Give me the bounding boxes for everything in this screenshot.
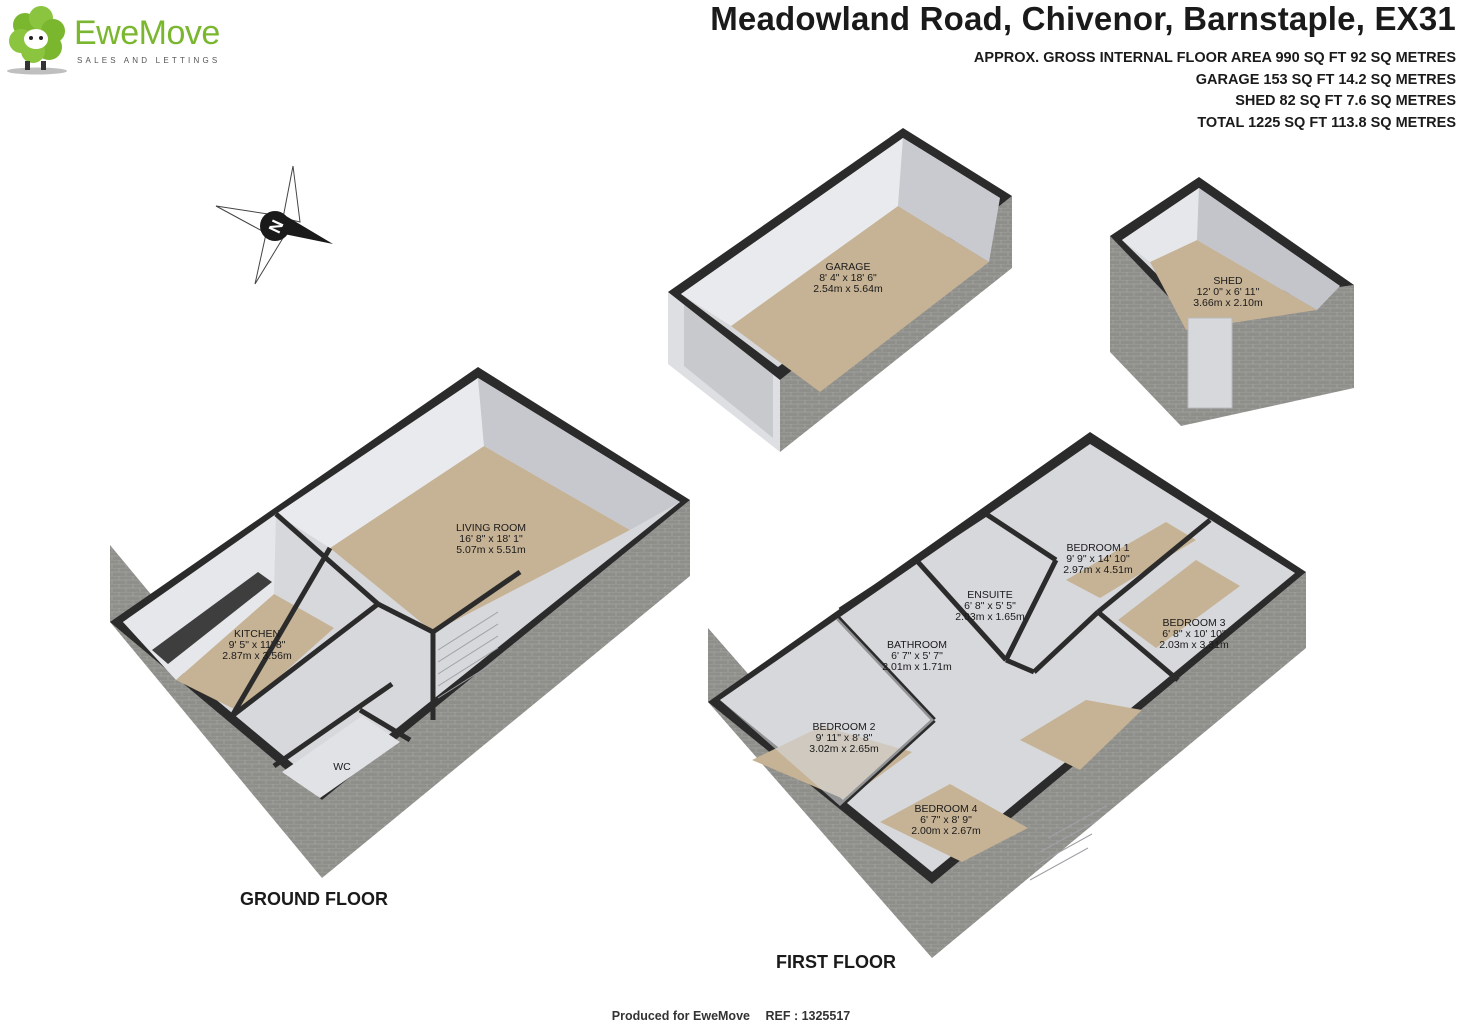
brand-tagline: SALES AND LETTINGS <box>77 56 221 65</box>
room-bedroom1-metric: 2.97m x 4.51m <box>1063 564 1133 576</box>
room-living-imperial: 16' 8" x 18' 1" <box>459 533 523 545</box>
brand-name: EweMove <box>74 14 220 52</box>
room-bathroom-name: BATHROOM <box>887 639 947 651</box>
room-kitchen-name: KITCHEN <box>234 628 280 640</box>
ground-floor-label: GROUND FLOOR <box>240 889 388 909</box>
room-bedroom4-name: BEDROOM 4 <box>914 803 977 815</box>
room-bathroom-imperial: 6' 7" x 5' 7" <box>891 650 943 662</box>
area-summary: APPROX. GROSS INTERNAL FLOOR AREA 990 SQ… <box>974 48 1456 134</box>
footer-produced: Produced for EweMove <box>611 1009 750 1023</box>
room-bedroom1-name: BEDROOM 1 <box>1066 542 1129 554</box>
footer: Produced for EweMove REF : 1325517 <box>0 1009 1462 1023</box>
sheep-logo-icon <box>7 6 67 75</box>
room-living-name: LIVING ROOM <box>456 522 526 534</box>
room-ensuite-imperial: 6' 8" x 5' 5" <box>964 600 1016 612</box>
room-kitchen-imperial: 9' 5" x 11' 8" <box>229 639 286 651</box>
room-shed-imperial: 12' 0" x 6' 11" <box>1197 286 1260 298</box>
room-ensuite-metric: 2.03m x 1.65m <box>955 611 1025 623</box>
room-shed-metric: 3.66m x 2.10m <box>1193 297 1263 309</box>
shed-block <box>1110 177 1354 426</box>
room-garage-imperial: 8' 4" x 18' 6" <box>819 272 877 284</box>
room-bedroom4-metric: 2.00m x 2.67m <box>911 825 981 837</box>
room-wc-name: WC <box>333 761 351 773</box>
room-garage-name: GARAGE <box>826 261 871 273</box>
area-line-garage: GARAGE 153 SQ FT 14.2 SQ METRES <box>1195 71 1456 88</box>
area-line-gross: APPROX. GROSS INTERNAL FLOOR AREA 990 SQ… <box>973 50 1456 66</box>
room-bedroom2-imperial: 9' 11" x 8' 8" <box>816 732 873 744</box>
first-floor-block <box>708 432 1306 958</box>
room-bedroom1-imperial: 9' 9" x 14' 10" <box>1066 553 1130 565</box>
compass-north-icon: N <box>215 165 333 285</box>
room-bedroom3-name: BEDROOM 3 <box>1162 617 1225 629</box>
property-title: Meadowland Road, Chivenor, Barnstaple, E… <box>710 0 1456 37</box>
room-ensuite-name: ENSUITE <box>967 589 1013 601</box>
ground-floor-block <box>110 367 690 878</box>
area-line-total: TOTAL 1225 SQ FT 113.8 SQ METRES <box>1197 114 1456 131</box>
area-line-shed: SHED 82 SQ FT 7.6 SQ METRES <box>1235 93 1456 109</box>
room-bedroom3-imperial: 6' 8" x 10' 10" <box>1162 628 1226 640</box>
room-shed-name: SHED <box>1213 275 1243 287</box>
room-bedroom4-imperial: 6' 7" x 8' 9" <box>920 814 972 826</box>
first-floor-label: FIRST FLOOR <box>776 952 896 972</box>
footer-ref: REF : 1325517 <box>765 1009 851 1023</box>
room-living-metric: 5.07m x 5.51m <box>456 544 526 556</box>
room-bedroom2-name: BEDROOM 2 <box>812 721 875 733</box>
room-bedroom3-metric: 2.03m x 3.31m <box>1159 639 1229 651</box>
room-kitchen-metric: 2.87m x 3.56m <box>222 650 292 662</box>
room-bedroom2-metric: 3.02m x 2.65m <box>809 743 879 755</box>
room-bathroom-metric: 2.01m x 1.71m <box>882 661 952 673</box>
room-garage-metric: 2.54m x 5.64m <box>813 283 883 295</box>
garage-block <box>668 128 1012 452</box>
room-labels: GARAGE 8' 4" x 18' 6" 2.54m x 5.64m SHED… <box>222 261 1263 837</box>
